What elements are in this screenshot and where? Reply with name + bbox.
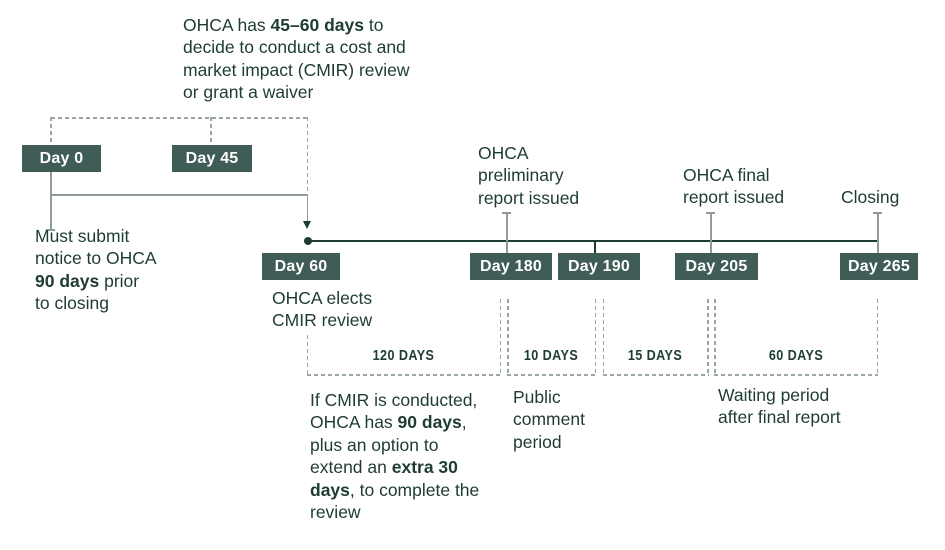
closing-label: Closing bbox=[841, 187, 900, 207]
duration-120-days-label: 120 DAYS bbox=[372, 347, 435, 364]
bracket-120-bottom bbox=[307, 374, 500, 376]
bracket-120-right bbox=[499, 299, 501, 375]
bracket-60-right bbox=[876, 299, 878, 375]
bracket-15-bottom bbox=[602, 374, 709, 376]
leader-to-day60 bbox=[306, 194, 308, 222]
milestone-day-60: Day 60 bbox=[262, 253, 340, 280]
duration-15-days-label: 15 DAYS bbox=[627, 347, 683, 364]
arrow-down-icon bbox=[303, 221, 311, 229]
tick-closing bbox=[877, 213, 879, 253]
cmir-note: If CMIR is conducted,OHCA has 90 days,pl… bbox=[310, 390, 480, 523]
dashed-drop-day0 bbox=[50, 117, 52, 146]
stub-day190 bbox=[594, 241, 596, 253]
duration-10-days-label: 10 DAYS bbox=[523, 347, 579, 364]
bracket-10-left bbox=[507, 299, 509, 375]
tick-closing-cap bbox=[873, 212, 882, 214]
dashed-connector-top bbox=[51, 117, 308, 119]
tick-preliminary-report bbox=[506, 213, 508, 253]
milestone-day-205: Day 205 bbox=[675, 253, 758, 280]
timeline-start-dot-icon bbox=[303, 236, 312, 245]
milestone-day-45: Day 45 bbox=[172, 145, 252, 172]
milestone-day-265: Day 265 bbox=[840, 253, 918, 280]
tick-final-cap bbox=[706, 212, 715, 214]
leader-day0-vertical bbox=[50, 172, 52, 230]
bracket-120-left bbox=[306, 335, 308, 375]
bracket-15-left bbox=[602, 299, 604, 375]
milestone-day-0: Day 0 bbox=[22, 145, 101, 172]
tick-final-report bbox=[710, 213, 712, 253]
bracket-10-bottom bbox=[507, 374, 595, 376]
leader-horizontal bbox=[50, 194, 308, 196]
timeline-axis bbox=[307, 239, 878, 242]
bracket-60-bottom bbox=[714, 374, 878, 376]
bracket-10-right bbox=[594, 299, 596, 375]
dashed-drop-day45 bbox=[210, 117, 212, 146]
leader-day0-end-cap bbox=[46, 229, 55, 231]
duration-60-days-label: 60 DAYS bbox=[768, 347, 824, 364]
dashed-drop-day60 bbox=[306, 117, 308, 194]
tick-preliminary-cap bbox=[502, 212, 511, 214]
milestone-day-190: Day 190 bbox=[558, 253, 640, 280]
milestone-day-180: Day 180 bbox=[470, 253, 552, 280]
bracket-15-right bbox=[707, 299, 709, 375]
bracket-60-left bbox=[714, 299, 716, 375]
